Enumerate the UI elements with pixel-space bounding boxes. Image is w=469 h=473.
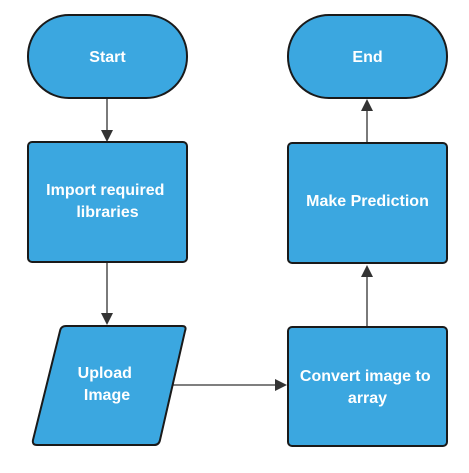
node-end: End — [287, 14, 448, 99]
upload-label-line2: Image — [84, 387, 130, 404]
import-label-line2: libraries — [76, 204, 138, 221]
edge-predict-to-end — [361, 99, 373, 143]
start-terminator-shape — [27, 14, 188, 99]
edge-convert-to-predict — [361, 265, 373, 327]
predict-label: Make Prediction — [306, 193, 429, 210]
convert-label-line1: Convert image to — [300, 368, 431, 385]
end-label: End — [352, 49, 382, 66]
import-process-shape — [27, 141, 188, 263]
node-upload-image: Upload Image — [31, 325, 187, 446]
import-label-line1: Import required — [46, 182, 164, 199]
convert-process-shape — [287, 326, 448, 447]
convert-label-line2: array — [348, 390, 387, 407]
upload-input-output-shape — [31, 325, 187, 446]
convert-label: Convert image to array — [300, 368, 435, 407]
edge-start-to-import — [101, 98, 113, 142]
import-label: Import required libraries — [46, 182, 169, 221]
node-convert-image: Convert image to array — [287, 326, 448, 447]
node-import-libraries: Import required libraries — [27, 141, 188, 263]
edge-import-to-upload — [101, 262, 113, 325]
node-start: Start — [27, 14, 188, 99]
end-terminator-shape — [287, 14, 448, 99]
predict-process-shape — [287, 142, 448, 264]
upload-label-line1: Upload — [78, 365, 132, 382]
edge-upload-to-convert — [172, 379, 287, 391]
start-label: Start — [89, 49, 126, 66]
upload-label: Upload Image — [78, 365, 137, 404]
node-make-prediction: Make Prediction — [287, 142, 448, 264]
